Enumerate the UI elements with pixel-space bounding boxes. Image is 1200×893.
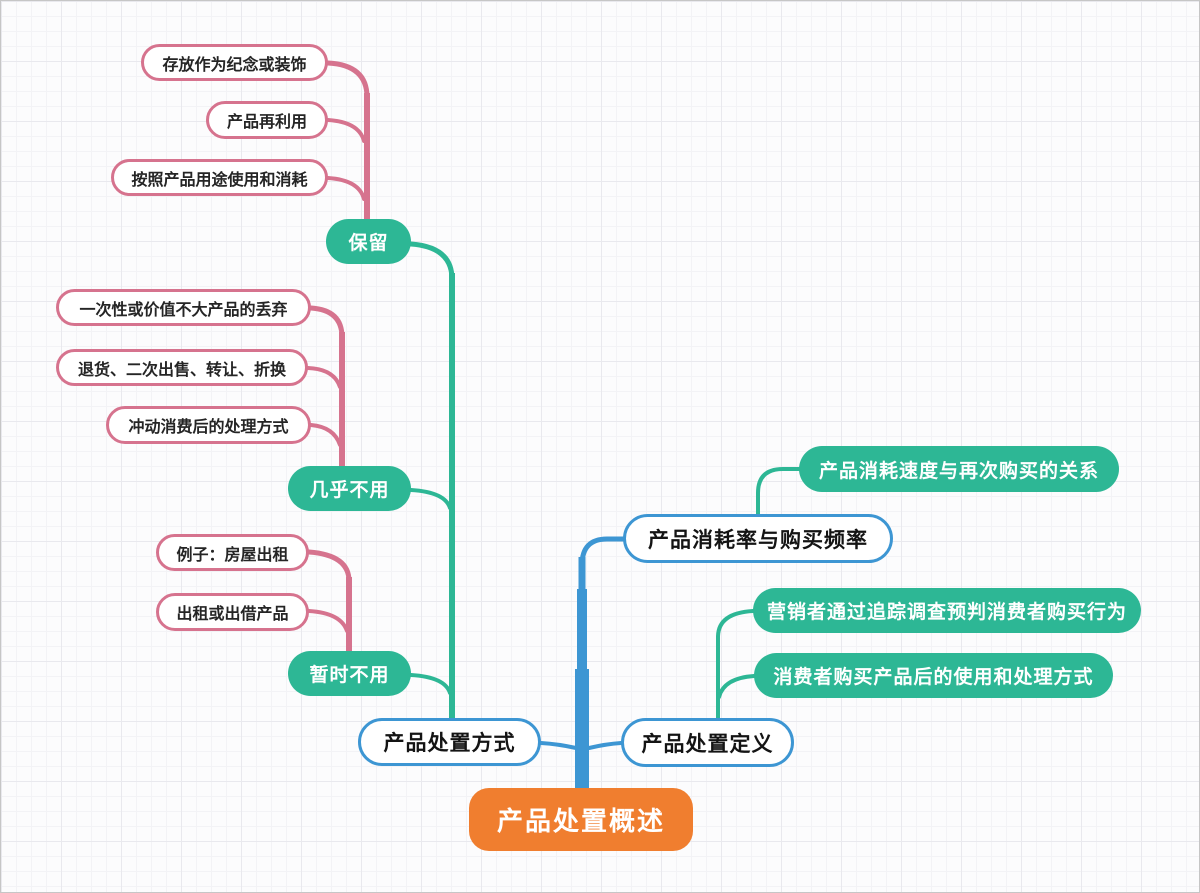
connector-trunk-to-rate [579, 536, 626, 568]
connector-keep-bottom [326, 176, 366, 201]
connector-rare-top [308, 305, 345, 340]
node-rare-child-resell[interactable]: 退货、二次出售、转让、折换 [56, 349, 308, 386]
node-consumption-rate[interactable]: 产品消耗率与购买频率 [623, 514, 893, 563]
node-disposal-ways[interactable]: 产品处置方式 [358, 718, 541, 766]
node-keep[interactable]: 保留 [326, 219, 411, 264]
connector-temp-to-ways [409, 673, 452, 695]
node-rare[interactable]: 几乎不用 [288, 466, 411, 511]
connector-rare-bottom [309, 423, 342, 447]
node-def-child-usage[interactable]: 消费者购买产品后的使用和处理方式 [754, 653, 1113, 698]
connector-trunk-to-ways [539, 741, 578, 750]
node-temp-child-example[interactable]: 例子：房屋出租 [156, 534, 309, 571]
node-rare-child-impulse[interactable]: 冲动消费后的处理方式 [106, 406, 311, 444]
connector-rare-to-ways [409, 488, 452, 510]
node-def-child-marketers[interactable]: 营销者通过追踪调查预判消费者购买行为 [753, 588, 1141, 633]
node-temp[interactable]: 暂时不用 [288, 651, 411, 696]
connector-rate-child [756, 467, 801, 517]
connector-temp-mid [307, 609, 349, 633]
connector-def-child-1 [716, 609, 755, 722]
connector-def-child-2 [717, 674, 756, 699]
node-keep-child-reuse[interactable]: 产品再利用 [206, 101, 328, 139]
node-keep-child-store[interactable]: 存放作为纪念或装饰 [141, 44, 328, 81]
node-rate-child-relation[interactable]: 产品消耗速度与再次购买的关系 [799, 446, 1119, 492]
node-rare-child-discard[interactable]: 一次性或价值不大产品的丢弃 [56, 289, 311, 326]
connector-temp-top [306, 549, 352, 584]
node-keep-child-consume[interactable]: 按照产品用途使用和消耗 [111, 159, 328, 196]
connector-trunk-to-def [587, 741, 623, 750]
connector-rare-mid [306, 366, 342, 389]
connector-keep-mid [326, 118, 366, 143]
connector-keep-top [325, 60, 370, 100]
node-definition[interactable]: 产品处置定义 [621, 718, 794, 767]
connector-keep-to-ways [408, 241, 455, 282]
node-root[interactable]: 产品处置概述 [469, 788, 693, 851]
node-temp-child-lend[interactable]: 出租或出借产品 [156, 593, 309, 631]
